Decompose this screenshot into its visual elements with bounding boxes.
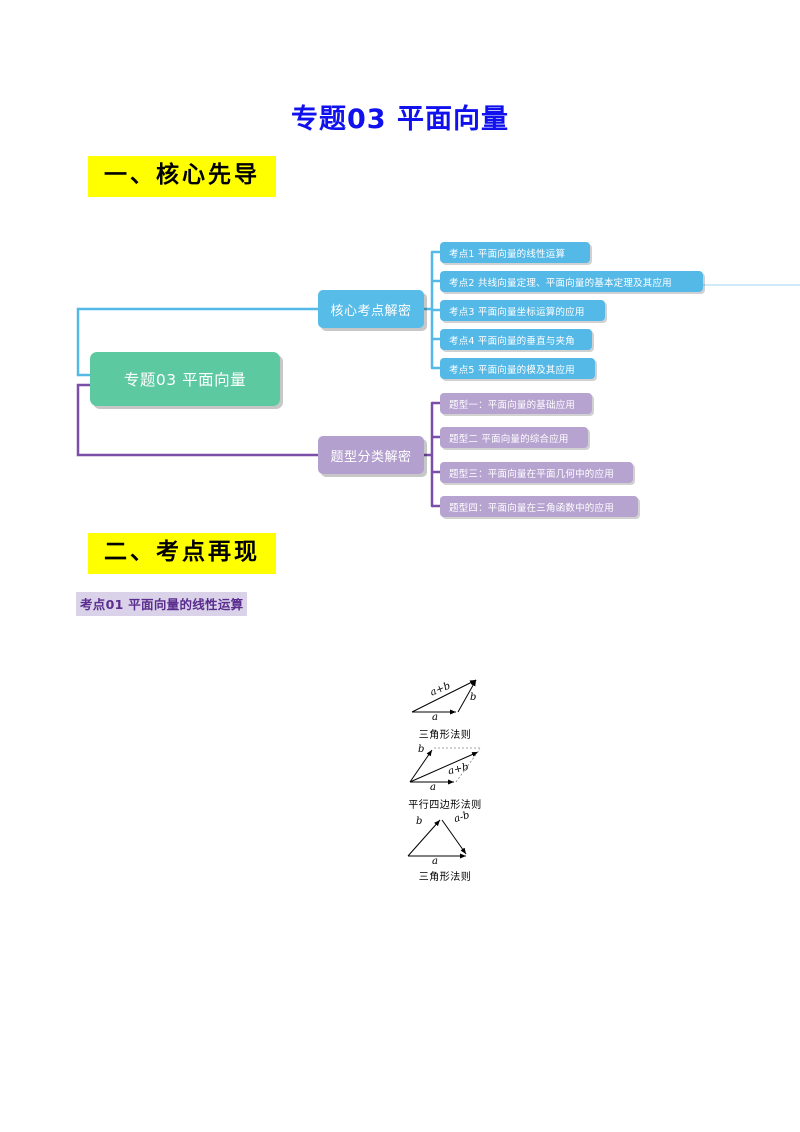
vector-label-b-2: b [418,744,425,755]
vector-label-b: b [470,692,477,703]
mindmap-branch-question-types[interactable]: 题型分类解密 [318,436,424,474]
mindmap-leaf-label: 题型二 平面向量的综合应用 [449,433,569,445]
mindmap-leaf-core-2[interactable]: 考点2 共线向量定理、平面向量的基本定理及其应用 [440,271,703,292]
mindmap-connectors [76,250,800,508]
mindmap-leaf-type-1[interactable]: 题型一：平面向量的基础应用 [440,393,592,414]
page-title: 专题03 平面向量 [291,104,509,135]
figure-caption-3: 三角形法则 [418,872,472,883]
mindmap-root-node[interactable]: 专题03 平面向量 [90,352,280,406]
mindmap-leaf-label: 题型一：平面向量的基础应用 [449,399,576,411]
mindmap-branch-types-label: 题型分类解密 [330,449,412,465]
mindmap-leaf-label: 考点3 平面向量坐标运算的应用 [449,306,585,318]
figure-caption-1: 三角形法则 [418,730,472,741]
mindmap-leaf-type-2[interactable]: 题型二 平面向量的综合应用 [440,427,588,448]
triangle-rule-addition-diagram [411,679,477,715]
mindmap-leaf-core-1[interactable]: 考点1 平面向量的线性运算 [440,242,590,263]
triangle-rule-subtraction-diagram [407,819,467,859]
mindmap-leaf-core-3[interactable]: 考点3 平面向量坐标运算的应用 [440,300,605,321]
mindmap-branch-core-label: 核心考点解密 [330,303,412,319]
mindmap-leaf-label: 考点4 平面向量的垂直与夹角 [449,335,575,347]
vector-label-a: a [432,712,438,723]
mindmap-leaf-label: 考点5 平面向量的模及其应用 [449,364,575,376]
mindmap-root-label: 专题03 平面向量 [123,371,247,389]
vector-label-a-2: a [430,782,436,793]
section-header-core-guide: 一、核心先导 [88,156,276,198]
vector-rules-figure: a+b b a 三角形法则 b a+b a 平行四边形法则 b a-b a 三角… [396,668,494,888]
mindmap-leaf-core-5[interactable]: 考点5 平面向量的模及其应用 [440,358,595,379]
parallelogram-rule-diagram [409,747,481,785]
mindmap-leaf-label: 考点2 共线向量定理、平面向量的基本定理及其应用 [449,277,672,289]
mindmap-leaf-label: 题型四：平面向量在三角函数中的应用 [449,502,614,514]
section-header-key-points-review: 二、考点再现 [88,533,276,575]
mindmap-branch-core-points[interactable]: 核心考点解密 [318,290,424,328]
vector-label-b-3: b [416,816,423,827]
mindmap-leaf-core-4[interactable]: 考点4 平面向量的垂直与夹角 [440,329,592,350]
mindmap-leaf-type-4[interactable]: 题型四：平面向量在三角函数中的应用 [440,496,638,517]
mindmap-leaf-label: 考点1 平面向量的线性运算 [449,248,566,260]
mindmap: 专题03 平面向量 核心考点解密 题型分类解密 考点1 平面向量的线性运算 考点… [0,225,800,517]
mindmap-leaf-label: 题型三：平面向量在平面几何中的应用 [449,468,614,480]
kaodian-heading: 考点01 平面向量的线性运算 [76,592,248,616]
vector-label-a-3: a [432,856,438,867]
figure-caption-2: 平行四边形法则 [408,800,482,811]
mindmap-leaf-type-3[interactable]: 题型三：平面向量在平面几何中的应用 [440,462,633,483]
